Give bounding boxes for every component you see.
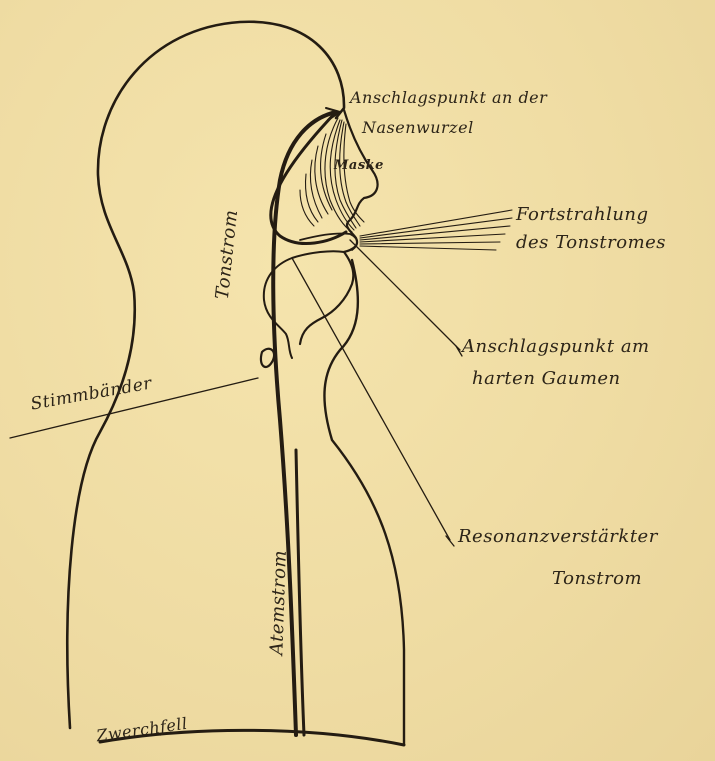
resonance-pointer-tick: [446, 536, 454, 546]
label-maske: Maske: [334, 158, 384, 173]
tone-stream-curve: [271, 112, 346, 244]
radiation-lines: [360, 210, 512, 250]
label-anschlag-gaumen-2: harten Gaumen: [472, 368, 621, 389]
label-resonanz-1: Resonanzverstärkter: [458, 526, 658, 547]
label-anschlag-nase-2: Nasenwurzel: [362, 118, 474, 137]
label-fortstrahlung-1: Fortstrahlung: [516, 204, 649, 225]
palate-curve: [300, 233, 357, 250]
label-atemstrom: Atemstrom: [266, 550, 291, 656]
label-anschlag-nase-1: Anschlagspunkt an der: [350, 88, 547, 107]
label-fortstrahlung-2: des Tonstromes: [516, 232, 666, 253]
label-anschlag-gaumen-1: Anschlagspunkt am: [462, 336, 650, 357]
label-resonanz-2: Tonstrom: [552, 568, 642, 589]
torso-right-outline: [324, 260, 404, 745]
palate-pointer-line: [350, 240, 460, 350]
face-profile: [300, 110, 378, 344]
vocal-fold-mark: [261, 349, 274, 367]
breath-stream-line-inner: [296, 450, 304, 735]
body-outline: [67, 22, 344, 728]
